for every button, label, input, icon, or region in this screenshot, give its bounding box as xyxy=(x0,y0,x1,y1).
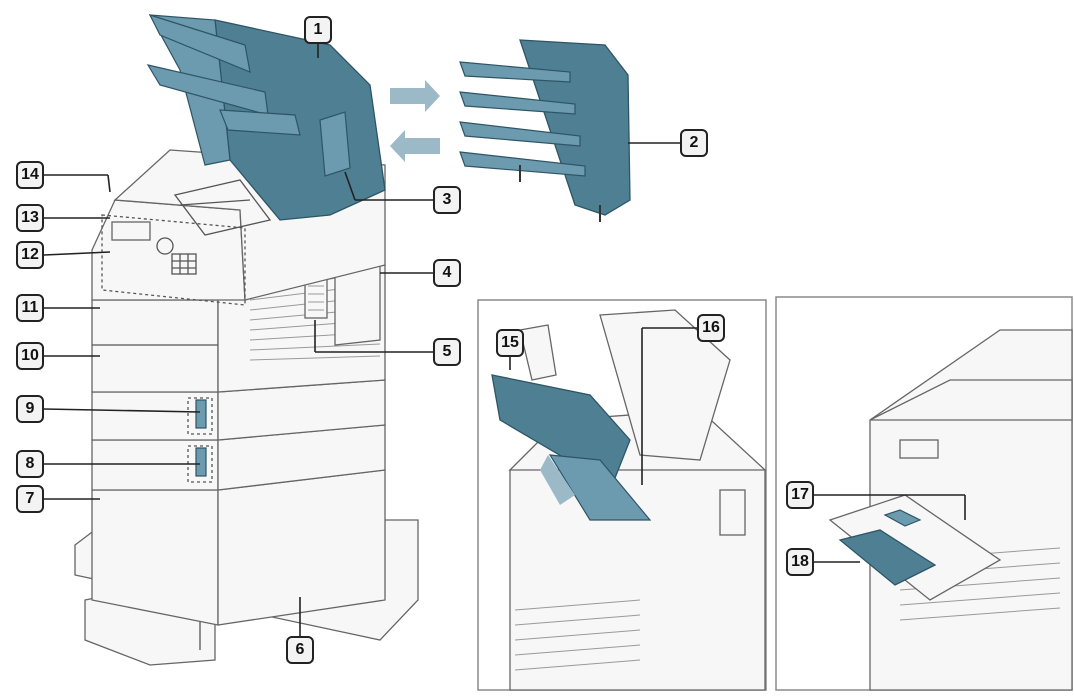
callout-5: 5 xyxy=(433,338,461,366)
mp-tray-illustration xyxy=(828,329,1073,691)
callout-8: 8 xyxy=(16,450,44,478)
leader-lines xyxy=(43,44,966,636)
callout-9: 9 xyxy=(16,395,44,423)
mailbox-body xyxy=(519,39,631,216)
callout-15: 15 xyxy=(496,329,524,357)
arrow-left xyxy=(390,130,440,162)
callout-1: 1 xyxy=(304,16,332,44)
finisher-tray-upper xyxy=(148,14,251,73)
mailbox-handle xyxy=(319,111,351,177)
callout-18: 18 xyxy=(786,548,814,576)
callout-4: 4 xyxy=(433,259,461,287)
callout-17: 17 xyxy=(786,481,814,509)
mailbox-illustration xyxy=(459,39,631,222)
callout-11: 11 xyxy=(16,294,44,322)
control-panel xyxy=(91,199,246,301)
callout-7: 7 xyxy=(16,485,44,513)
display-screen xyxy=(111,221,151,241)
printer-main-body xyxy=(91,299,219,393)
callout-16: 16 xyxy=(697,314,725,342)
callout-13: 13 xyxy=(16,204,44,232)
mp-tray-extension xyxy=(838,529,937,586)
main-printer-illustration xyxy=(74,14,419,666)
arrow-right xyxy=(390,80,440,112)
printer-open-cover xyxy=(599,309,731,461)
toner-illustration xyxy=(491,309,767,691)
tray-1-level-indicator xyxy=(195,399,207,429)
tray-2-level-indicator xyxy=(195,447,207,477)
callout-2: 2 xyxy=(680,129,708,157)
mp-tray-guides xyxy=(883,509,922,527)
callout-14: 14 xyxy=(16,161,44,189)
callout-3: 3 xyxy=(433,186,461,214)
callout-10: 10 xyxy=(16,342,44,370)
callout-6: 6 xyxy=(286,636,314,664)
callout-12: 12 xyxy=(16,241,44,269)
